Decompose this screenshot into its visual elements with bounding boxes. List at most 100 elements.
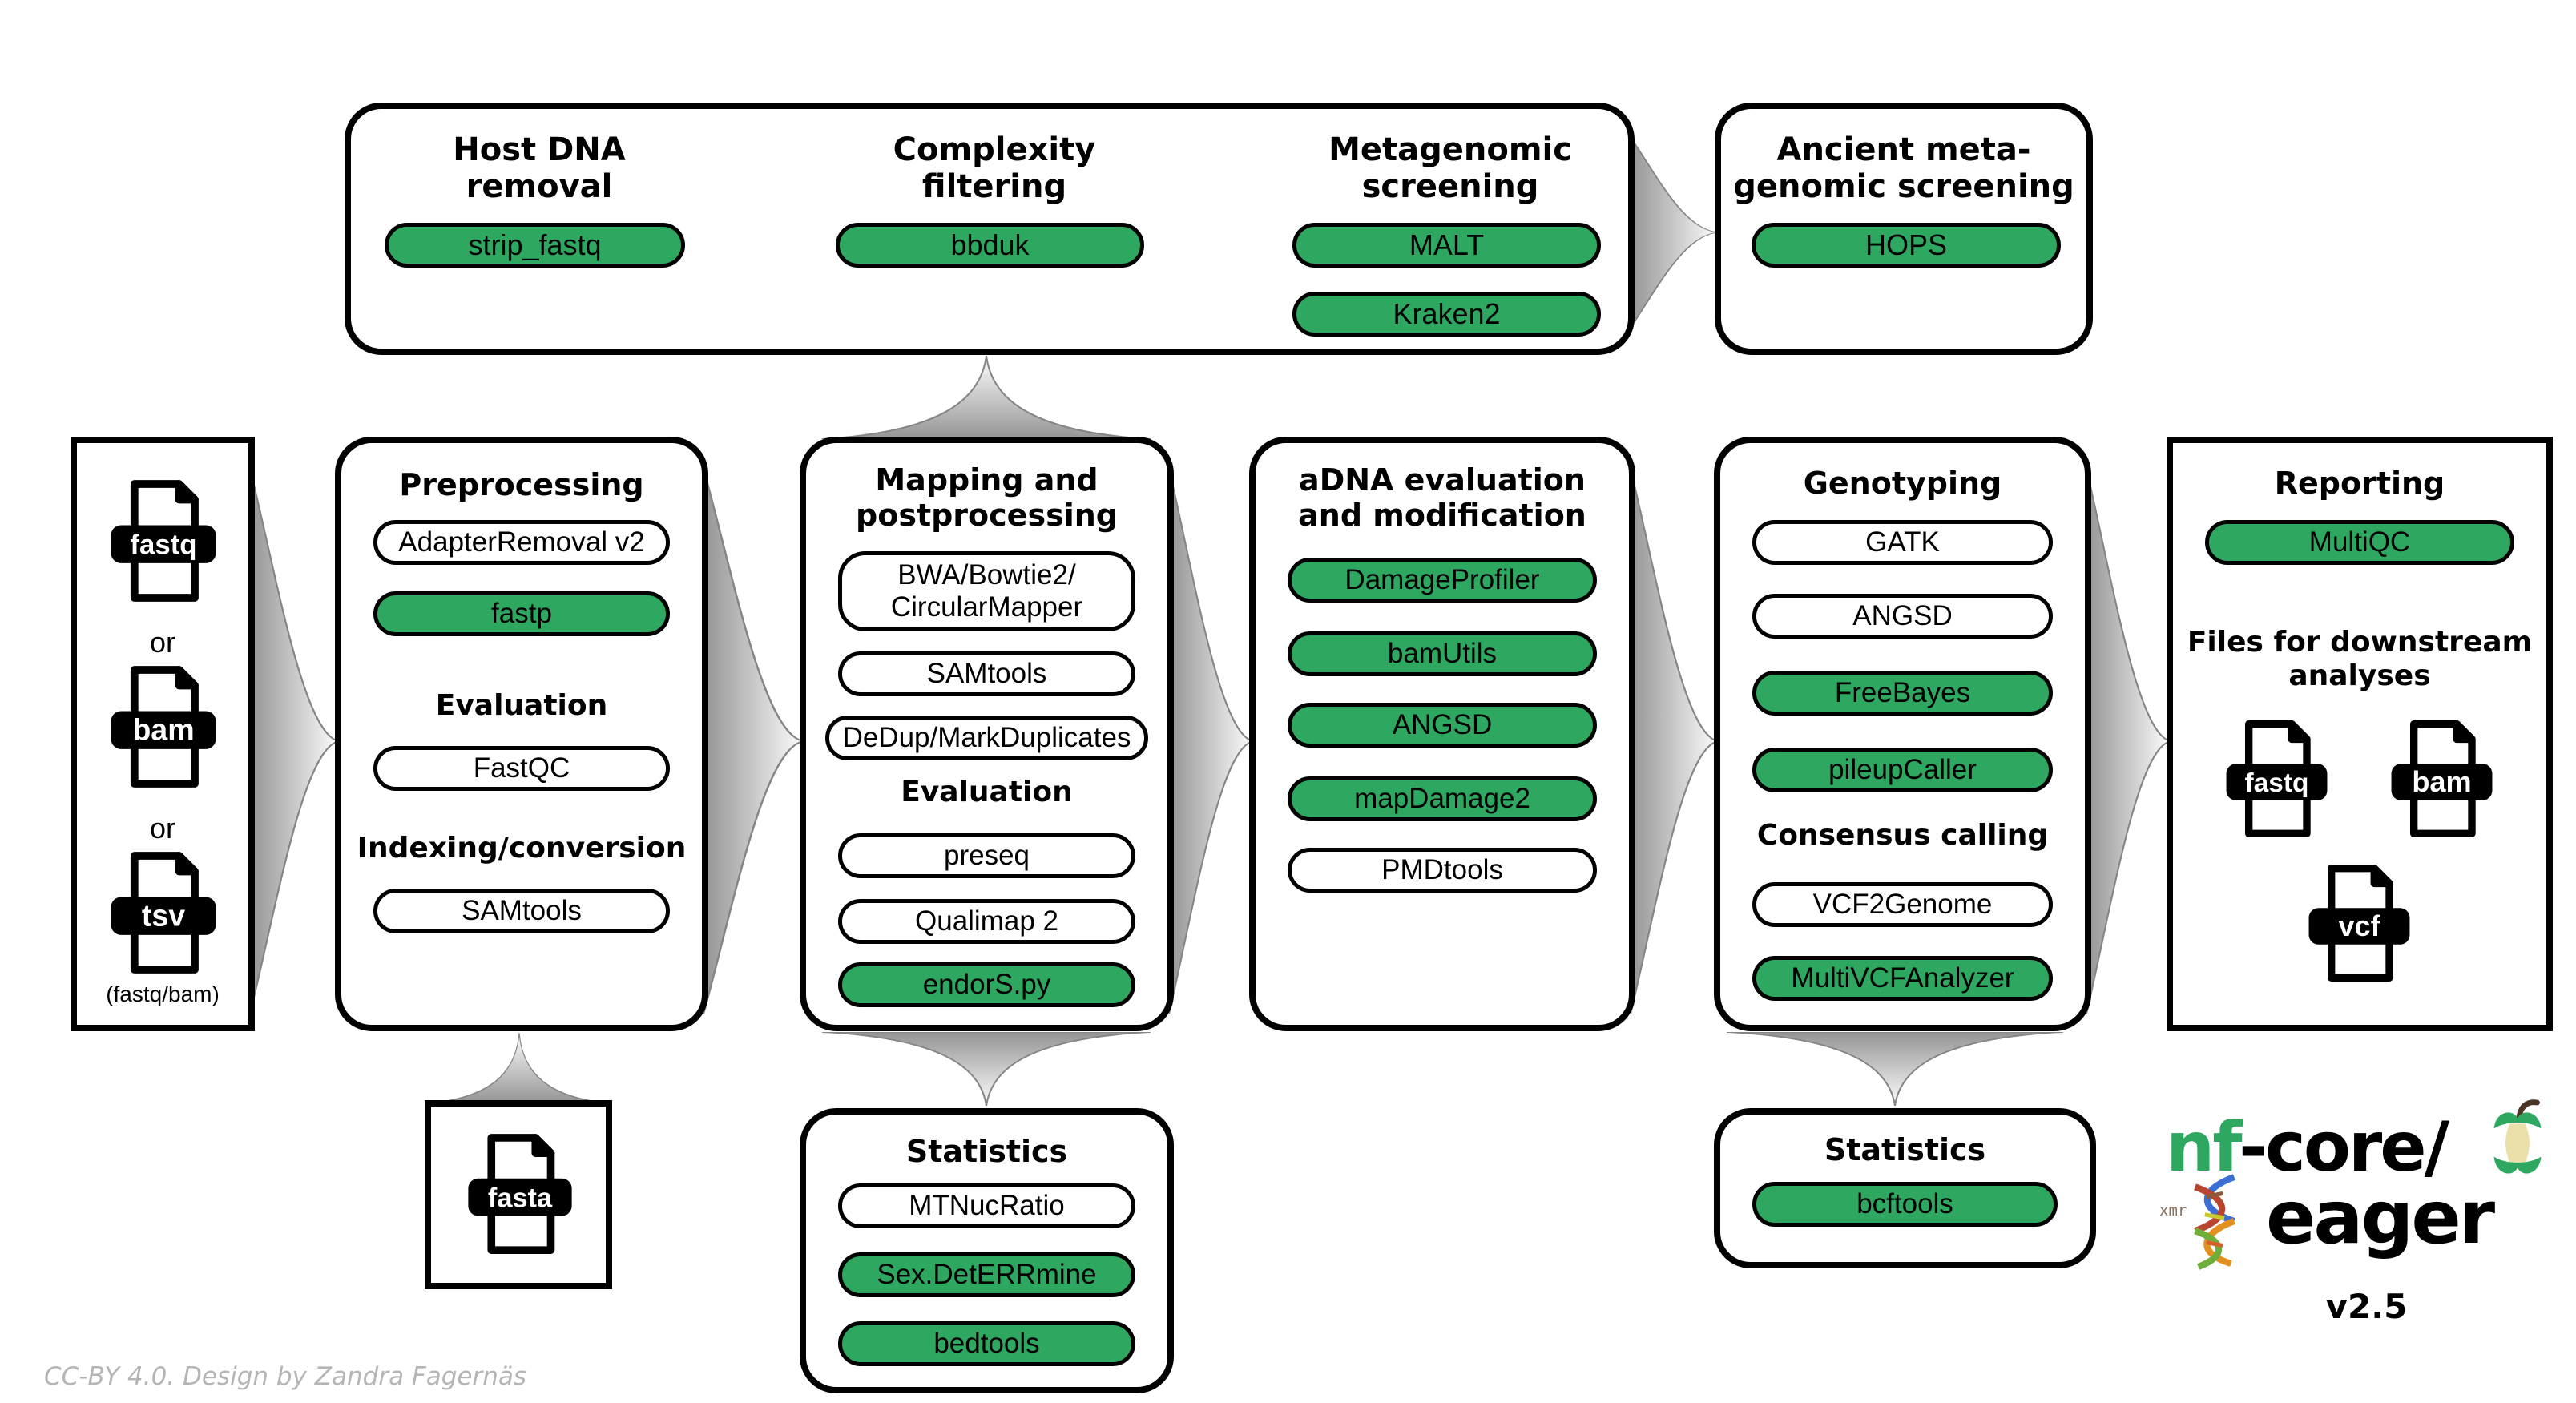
kraken2-label: Kraken2 — [1393, 297, 1501, 330]
nf-core-eager-logo: nf-core/ xmr eager v2.5 — [2159, 1099, 2560, 1340]
hops-pill: HOPS — [1752, 223, 2061, 268]
arrow-mapping-to-adna — [1169, 469, 1254, 1014]
genotyping-box: Genotyping GATK ANGSD FreeBayes pileupCa… — [1714, 437, 2091, 1031]
freebayes-label: FreeBayes — [1834, 677, 1971, 708]
mapping-title: Mapping and postprocessing — [806, 462, 1167, 533]
mapdamage-pill: mapDamage2 — [1288, 776, 1597, 821]
bwa-label-line1: BWA/Bowtie2/ — [897, 559, 1076, 591]
damageprofiler-pill: DamageProfiler — [1288, 558, 1597, 603]
angsd-label-genotyping: ANGSD — [1852, 600, 1953, 631]
samtools-pill-mapping: SAMtools — [838, 651, 1135, 696]
bam-file-label: bam — [132, 713, 194, 747]
core-black-text: -core/ — [2239, 1107, 2449, 1187]
bamutils-pill: bamUtils — [1288, 631, 1597, 676]
apple-core-icon — [2493, 1099, 2542, 1174]
vcf2genome-pill: VCF2Genome — [1752, 882, 2053, 927]
preseq-label: preseq — [943, 840, 1030, 871]
multivcfanalyzer-label: MultiVCFAnalyzer — [1791, 962, 2014, 994]
pmdtools-label: PMDtools — [1381, 854, 1503, 885]
adna-box: aDNA evaluation and modification DamageP… — [1249, 437, 1635, 1031]
arrow-screening-to-ancient — [1630, 136, 1719, 329]
consensus-calling-title: Consensus calling — [1756, 819, 2049, 852]
dedup-label: DeDup/MarkDuplicates — [842, 722, 1131, 753]
adna-title-line2: and modification — [1298, 498, 1586, 533]
ancient-screening-title: Ancient meta- genomic screening — [1727, 131, 2080, 205]
fasta-reference-box: fasta — [425, 1100, 612, 1289]
nf-core-wordmark: nf-core/ — [2166, 1107, 2449, 1187]
malt-pill: MALT — [1292, 223, 1601, 268]
kraken2-pill: Kraken2 — [1292, 292, 1601, 337]
bcftools-pill: bcftools — [1752, 1182, 2058, 1227]
samtools-pill-preprocessing: SAMtools — [373, 889, 670, 933]
mtnucratio-pill: MTNucRatio — [838, 1183, 1135, 1228]
complexity-title-line2: filtering — [921, 168, 1067, 205]
dedup-pill: DeDup/MarkDuplicates — [825, 716, 1148, 760]
bamutils-label: bamUtils — [1387, 638, 1498, 669]
adna-title: aDNA evaluation and modification — [1256, 462, 1629, 533]
preprocessing-title: Preprocessing — [399, 467, 644, 502]
vcf-output-file-icon: vcf — [2308, 865, 2410, 982]
statistics-genotyping-title: Statistics — [1824, 1132, 1986, 1167]
gatk-pill: GATK — [1752, 520, 2053, 565]
statistics-mapping-title: Statistics — [905, 1134, 1068, 1169]
ancient-title-line1: Ancient meta- — [1776, 131, 2031, 168]
endors-pill: endorS.py — [838, 962, 1135, 1007]
qualimap-pill: Qualimap 2 — [838, 899, 1135, 944]
fasta-file-label: fasta — [488, 1183, 553, 1214]
metagenomic-title-line1: Metagenomic — [1328, 131, 1572, 168]
ancient-screening-box: Ancient meta- genomic screening HOPS — [1715, 103, 2093, 355]
angsd-label-adna: ANGSD — [1392, 709, 1493, 740]
reporting-title: Reporting — [2274, 466, 2445, 501]
fastp-label: fastp — [491, 598, 552, 629]
bcftools-label: bcftools — [1856, 1188, 1953, 1220]
mapping-box: Mapping and postprocessing BWA/Bowtie2/ … — [800, 437, 1174, 1031]
fastq-file-icon: fastq — [111, 480, 216, 602]
sexdeterrmine-pill: Sex.DetERRmine — [838, 1252, 1135, 1297]
strip-fastq-pill: strip_fastq — [385, 223, 685, 268]
mapdamage-label: mapDamage2 — [1354, 783, 1530, 814]
vcf-output-label: vcf — [2338, 909, 2380, 942]
files-downstream-title: Files for downstream analyses — [2173, 626, 2546, 693]
preprocessing-evaluation-title: Evaluation — [435, 689, 608, 722]
adapterremoval-pill: AdapterRemoval v2 — [373, 520, 670, 565]
host-dna-removal-title: Host DNA removal — [379, 131, 699, 205]
indexing-conversion-title: Indexing/conversion — [357, 832, 687, 865]
metagenomic-title-line2: screening — [1361, 168, 1539, 205]
fastqc-pill: FastQC — [373, 746, 670, 791]
multiqc-label: MultiQC — [2308, 526, 2411, 558]
eager-wordmark: eager — [2266, 1175, 2495, 1260]
damageprofiler-label: DamageProfiler — [1344, 564, 1540, 595]
multivcfanalyzer-pill: MultiVCFAnalyzer — [1752, 956, 2053, 1001]
or-text-2: or — [149, 812, 175, 845]
angsd-pill-genotyping: ANGSD — [1752, 594, 2053, 639]
version-label: v2.5 — [2325, 1287, 2408, 1326]
tsv-file-label: tsv — [142, 899, 185, 933]
fastqc-label: FastQC — [473, 752, 570, 784]
sexdeterrmine-label: Sex.DetERRmine — [877, 1259, 1097, 1290]
angsd-pill-adna: ANGSD — [1288, 703, 1597, 748]
fastq-file-label: fastq — [130, 530, 196, 561]
bedtools-label: bedtools — [933, 1328, 1040, 1359]
gatk-label: GATK — [1865, 526, 1940, 558]
bbduk-pill: bbduk — [836, 223, 1144, 268]
complexity-title-line1: Complexity — [893, 131, 1096, 168]
statistics-genotyping-box: Statistics bcftools — [1714, 1108, 2096, 1268]
genotyping-title: Genotyping — [1803, 466, 2002, 501]
pileupcaller-label: pileupCaller — [1828, 754, 1977, 785]
preseq-pill: preseq — [838, 833, 1135, 878]
bwa-bowtie2-pill: BWA/Bowtie2/ CircularMapper — [838, 551, 1135, 631]
endors-label: endorS.py — [922, 969, 1051, 1000]
host-title-line2: removal — [466, 168, 613, 205]
adna-title-line1: aDNA evaluation — [1299, 462, 1586, 498]
files-title-line2: analyses — [2288, 659, 2431, 692]
pileupcaller-pill: pileupCaller — [1752, 748, 2053, 792]
bam-file-icon: bam — [111, 666, 216, 788]
bwa-label-line2: CircularMapper — [890, 591, 1083, 623]
fastq-output-file-icon: fastq — [2226, 720, 2328, 837]
malt-label: MALT — [1409, 228, 1485, 261]
nf-green-text: nf — [2166, 1107, 2241, 1187]
arrow-fasta-to-preprocessing-up — [429, 1033, 610, 1103]
license-credit-text: CC-BY 4.0. Design by Zandra Fagernäs — [44, 1362, 527, 1391]
bedtools-pill: bedtools — [838, 1321, 1135, 1366]
